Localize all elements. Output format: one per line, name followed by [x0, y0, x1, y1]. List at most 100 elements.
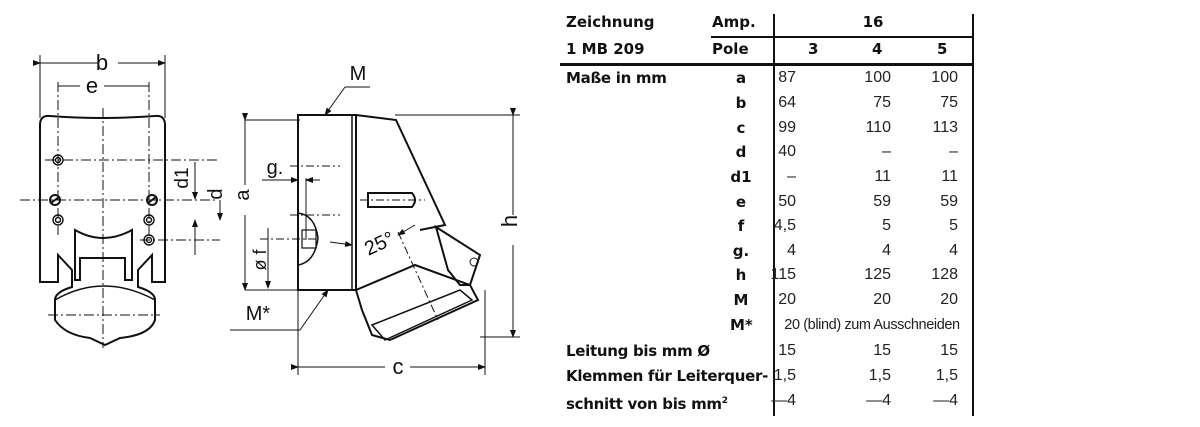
- cell-pole-5: 15: [940, 342, 958, 359]
- cell-pole-5: 75: [940, 94, 958, 111]
- dim-label-e: e: [86, 73, 98, 98]
- table-row-cable: Leitung bis mm Ø 15 15 15: [566, 339, 976, 363]
- table-row: d1 – 11 11: [566, 165, 976, 189]
- cell-pole-3: –: [787, 168, 796, 185]
- divider-left-column: [773, 14, 775, 416]
- cell-pole-4: –: [882, 143, 891, 160]
- divider-header: [560, 63, 973, 66]
- cell-pole-3: 64: [778, 94, 796, 111]
- pole-label: Pole: [712, 40, 749, 58]
- cell-pole-4: 125: [864, 266, 891, 283]
- superscript-2: 2: [721, 396, 728, 406]
- cell-pole-3: 15: [778, 342, 796, 359]
- cell-pole-5: 11: [941, 168, 958, 185]
- divider-amp: [711, 36, 973, 38]
- cell-pole-5: —4: [933, 392, 958, 409]
- row-symbol: d: [735, 143, 747, 161]
- technical-drawing: b e d1 d a ø f g. M M* 25° h c: [20, 50, 522, 379]
- cell-pole-4: 110: [865, 119, 891, 136]
- cell-pole-5: 20: [940, 291, 958, 308]
- dim-label-a: a: [232, 189, 254, 201]
- table-row: h 115 125 128: [566, 263, 976, 287]
- cell-pole-4: 59: [873, 193, 891, 210]
- cable-label: Leitung bis mm Ø: [566, 342, 710, 360]
- drawing-number: 1 MB 209: [566, 40, 645, 58]
- cell-pole-3: 50: [778, 193, 796, 210]
- section-label: Maße in mm: [566, 69, 667, 87]
- cell-pole-5: 4: [949, 242, 958, 259]
- table-row: e 50 59 59: [566, 190, 976, 214]
- cell-pole-3: 20: [778, 291, 796, 308]
- side-view: [230, 86, 520, 375]
- cell-pole-4: —4: [866, 392, 891, 409]
- row-symbol: b: [735, 94, 747, 112]
- cell-pole-4: 100: [864, 69, 891, 86]
- pole-5: 5: [937, 40, 948, 58]
- dim-label-d: d: [205, 188, 227, 199]
- terminals-label-text: schnitt von bis mm: [566, 395, 722, 413]
- dim-label-d1: d1: [172, 167, 193, 188]
- table-row: a 87 100 100: [566, 66, 976, 90]
- amp-value: 16: [862, 13, 884, 31]
- row-symbol: M: [733, 291, 749, 309]
- drawing-label: Zeichnung: [566, 13, 655, 31]
- table-row-terminals-2: schnitt von bis mm2 —4 —4 —4: [566, 389, 976, 413]
- table-row-m-star: M* 20 (blind) zum Ausschneiden: [566, 313, 976, 337]
- cell-pole-3: —4: [771, 392, 796, 409]
- row-symbol: d1: [730, 168, 752, 186]
- amp-label: Amp.: [712, 13, 756, 31]
- dim-label-M-star: M*: [246, 303, 271, 325]
- table-row: M 20 20 20: [566, 288, 976, 312]
- table-row: g. 4 4 4: [566, 239, 976, 263]
- terminals-label-line2: schnitt von bis mm2: [566, 389, 728, 416]
- row-symbol: M*: [730, 316, 753, 334]
- header-row-amp: Zeichnung Amp. 16: [566, 10, 976, 34]
- pole-3: 3: [808, 40, 819, 58]
- cell-pole-3: 1,5: [773, 367, 796, 384]
- table-row: d 40 – –: [566, 140, 976, 164]
- dim-label-b: b: [96, 50, 108, 75]
- dim-label-f: ø f: [250, 249, 270, 271]
- front-view: [20, 55, 223, 348]
- angle-label: 25°: [361, 228, 398, 261]
- cell-pole-3: 4,5: [773, 217, 796, 234]
- cell-pole-4: 4: [882, 242, 891, 259]
- cell-pole-4: 11: [874, 168, 891, 185]
- cell-pole-4: 15: [873, 342, 891, 359]
- row-symbol: a: [735, 69, 747, 87]
- cell-pole-5: 1,5: [935, 367, 958, 384]
- cell-pole-3: 87: [778, 69, 796, 86]
- cell-pole-3: 40: [778, 143, 796, 160]
- cell-pole-3: 99: [778, 119, 796, 136]
- header-row-pole: 1 MB 209 Pole 3 4 5: [566, 37, 976, 61]
- cell-pole-4: 1,5: [868, 367, 891, 384]
- table-row: f 4,5 5 5: [566, 214, 976, 238]
- cell-pole-5: 59: [940, 193, 958, 210]
- dim-label-h: h: [497, 215, 522, 227]
- cell-pole-3: 4: [787, 242, 796, 259]
- terminals-label-line1: Klemmen für Leiterquer-: [566, 367, 769, 385]
- cell-pole-3: 115: [770, 266, 796, 283]
- row-symbol: e: [735, 193, 747, 211]
- dim-label-g: g.: [267, 157, 284, 179]
- divider-right-column: [972, 14, 974, 416]
- table-row-terminals: Klemmen für Leiterquer- 1,5 1,5 1,5: [566, 364, 976, 388]
- row-symbol: c: [736, 119, 746, 137]
- cell-pole-5: 113: [932, 119, 958, 136]
- cell-pole-5: 100: [931, 69, 958, 86]
- cell-pole-4: 20: [873, 291, 891, 308]
- table-row: c 99 110 113: [566, 116, 976, 140]
- cell-pole-4: 5: [882, 217, 891, 234]
- dim-label-M: M: [350, 63, 367, 85]
- table-row: b 64 75 75: [566, 91, 976, 115]
- row-symbol: h: [735, 266, 747, 284]
- row-symbol: g.: [732, 242, 750, 260]
- row-symbol: f: [737, 217, 745, 235]
- cell-pole-5: –: [949, 143, 958, 160]
- m-star-note: 20 (blind) zum Ausschneiden: [784, 317, 960, 333]
- cell-pole-4: 75: [873, 94, 891, 111]
- cell-pole-5: 5: [949, 217, 958, 234]
- pole-4: 4: [872, 40, 883, 58]
- cell-pole-5: 128: [931, 266, 958, 283]
- dim-label-c: c: [393, 354, 404, 379]
